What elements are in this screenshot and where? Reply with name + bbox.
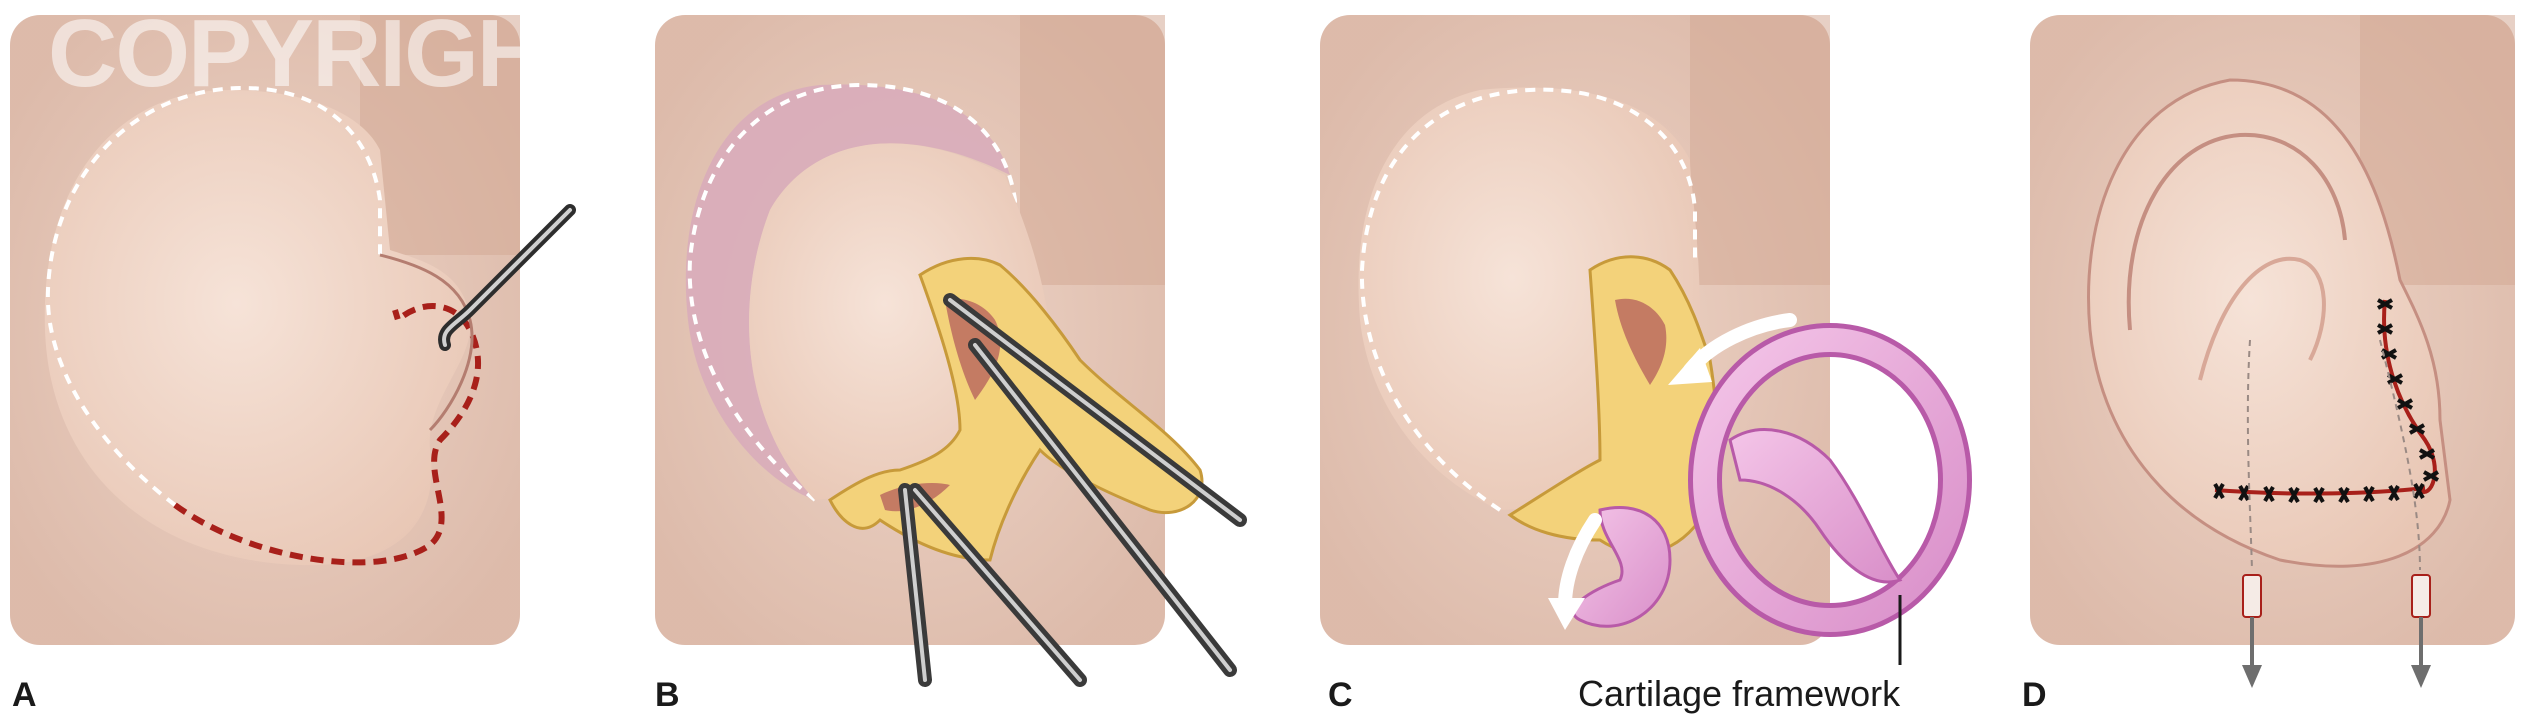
panel-d-sutures-horizontal bbox=[2213, 483, 2425, 503]
panel-d-drain-tube-left bbox=[2246, 339, 2253, 571]
panel-c-arrow-lower-head bbox=[1548, 598, 1585, 630]
panel-b-forceps-lower-shine bbox=[903, 488, 927, 682]
panel-label-d: D bbox=[2022, 676, 2047, 714]
panel-d-drain-right bbox=[2411, 574, 2431, 618]
cartilage-framework-label: Cartilage framework bbox=[1578, 673, 1901, 714]
panel-c-arrow-lower bbox=[1558, 513, 1602, 612]
panel-c-cartilage-lobule bbox=[1572, 505, 1672, 628]
panel-a-hook-shine bbox=[442, 208, 572, 347]
panel-c-dashed-outline bbox=[1359, 87, 1697, 512]
panel-d-drain-tube-right bbox=[2379, 339, 2421, 571]
panel-b-forceps-lower-2-shine bbox=[913, 488, 1082, 682]
panel-c bbox=[1320, 15, 1972, 665]
panel-b-forceps-upper-shine bbox=[948, 298, 1242, 522]
panel-d-ear-shape bbox=[2087, 78, 2452, 568]
panel-a bbox=[10, 15, 576, 645]
copyright-watermark: COPYRIGHT bbox=[48, 0, 603, 107]
panel-d-sutures-vertical bbox=[2377, 298, 2439, 482]
panel-c-cartilage-antihelix bbox=[1728, 428, 1903, 584]
panel-label-b: B bbox=[655, 676, 680, 714]
panel-d bbox=[2030, 15, 2515, 688]
panel-d-arrow-left-head bbox=[2242, 665, 2262, 688]
panel-a-incision-line bbox=[173, 303, 481, 566]
panel-b-upper-tissue bbox=[1020, 15, 1165, 285]
panel-b-undermined-region bbox=[685, 84, 1010, 500]
panel-c-arrow-upper-head bbox=[1668, 348, 1712, 385]
panel-label-c: C bbox=[1328, 676, 1353, 714]
panel-d-drain-left bbox=[2242, 574, 2262, 618]
panel-a-skin-flap bbox=[379, 253, 474, 432]
panel-b-dashed-outline bbox=[687, 82, 1017, 502]
panel-c-cartilage-helix-fill bbox=[1693, 328, 1967, 632]
panel-b-forceps-upper-2-shine bbox=[973, 343, 1232, 672]
panel-b bbox=[655, 15, 1247, 687]
panel-d-arrow-right-head bbox=[2411, 665, 2431, 688]
panel-d-helix-fold bbox=[2126, 132, 2347, 331]
panel-a-dashed-outline bbox=[45, 85, 382, 507]
panel-label-a: A bbox=[12, 676, 37, 714]
panel-c-pocket bbox=[1615, 298, 1667, 385]
panel-d-antihelix bbox=[2198, 256, 2326, 381]
panel-a-ear-area bbox=[44, 90, 471, 566]
panel-c-upper-tissue bbox=[1690, 15, 1830, 285]
panel-a-upper-tissue bbox=[360, 15, 520, 255]
panel-d-suture-line-vertical bbox=[2382, 299, 2437, 494]
